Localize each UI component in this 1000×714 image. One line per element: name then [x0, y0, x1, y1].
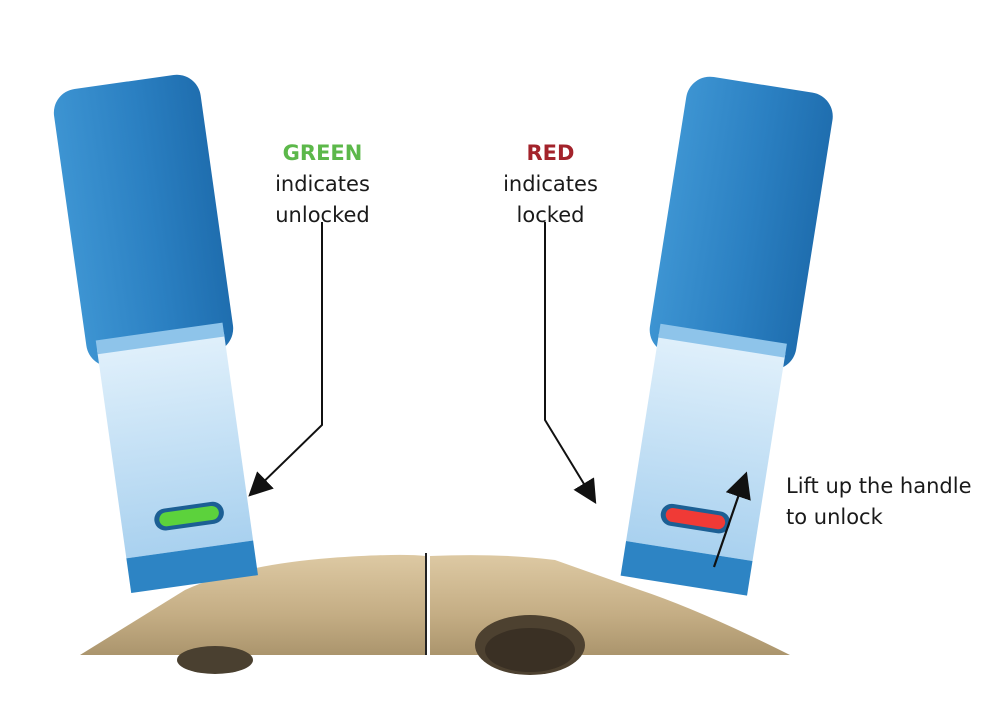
green-keyword: GREEN [282, 141, 363, 165]
base-body [80, 553, 790, 675]
green-line1: indicates [275, 172, 370, 196]
lift-line1: Lift up the handle [786, 474, 972, 498]
left-handle-neck-edge [95, 322, 225, 355]
right-handle-neck [626, 333, 786, 562]
right-handle-grip [649, 76, 833, 370]
lift-line2: to unlock [786, 505, 883, 529]
left-handle-neck [97, 332, 254, 559]
green-pointer-arrow-icon [248, 222, 323, 497]
right-handle-neck-edge [658, 323, 787, 358]
red-pointer-arrow-icon [544, 222, 597, 505]
left-handle [53, 74, 258, 593]
base-hole-left [177, 646, 253, 674]
green-indicator-icon [159, 505, 219, 527]
red-caption: RED indicates locked [478, 138, 623, 231]
lift-arrow-icon [712, 471, 751, 568]
right-handle-foot [620, 541, 753, 596]
red-keyword: RED [526, 141, 575, 165]
red-line2: locked [516, 203, 585, 227]
left-handle-foot [126, 540, 258, 593]
green-line2: unlocked [275, 203, 370, 227]
lift-caption: Lift up the handle to unlock [786, 471, 996, 533]
right-handle [620, 76, 833, 596]
green-caption: GREEN indicates unlocked [250, 138, 395, 231]
red-line1: indicates [503, 172, 598, 196]
red-indicator-icon [665, 508, 726, 530]
base-left-plate [80, 554, 425, 655]
left-handle-grip [53, 74, 234, 367]
base-hole-right-inner [485, 628, 575, 672]
